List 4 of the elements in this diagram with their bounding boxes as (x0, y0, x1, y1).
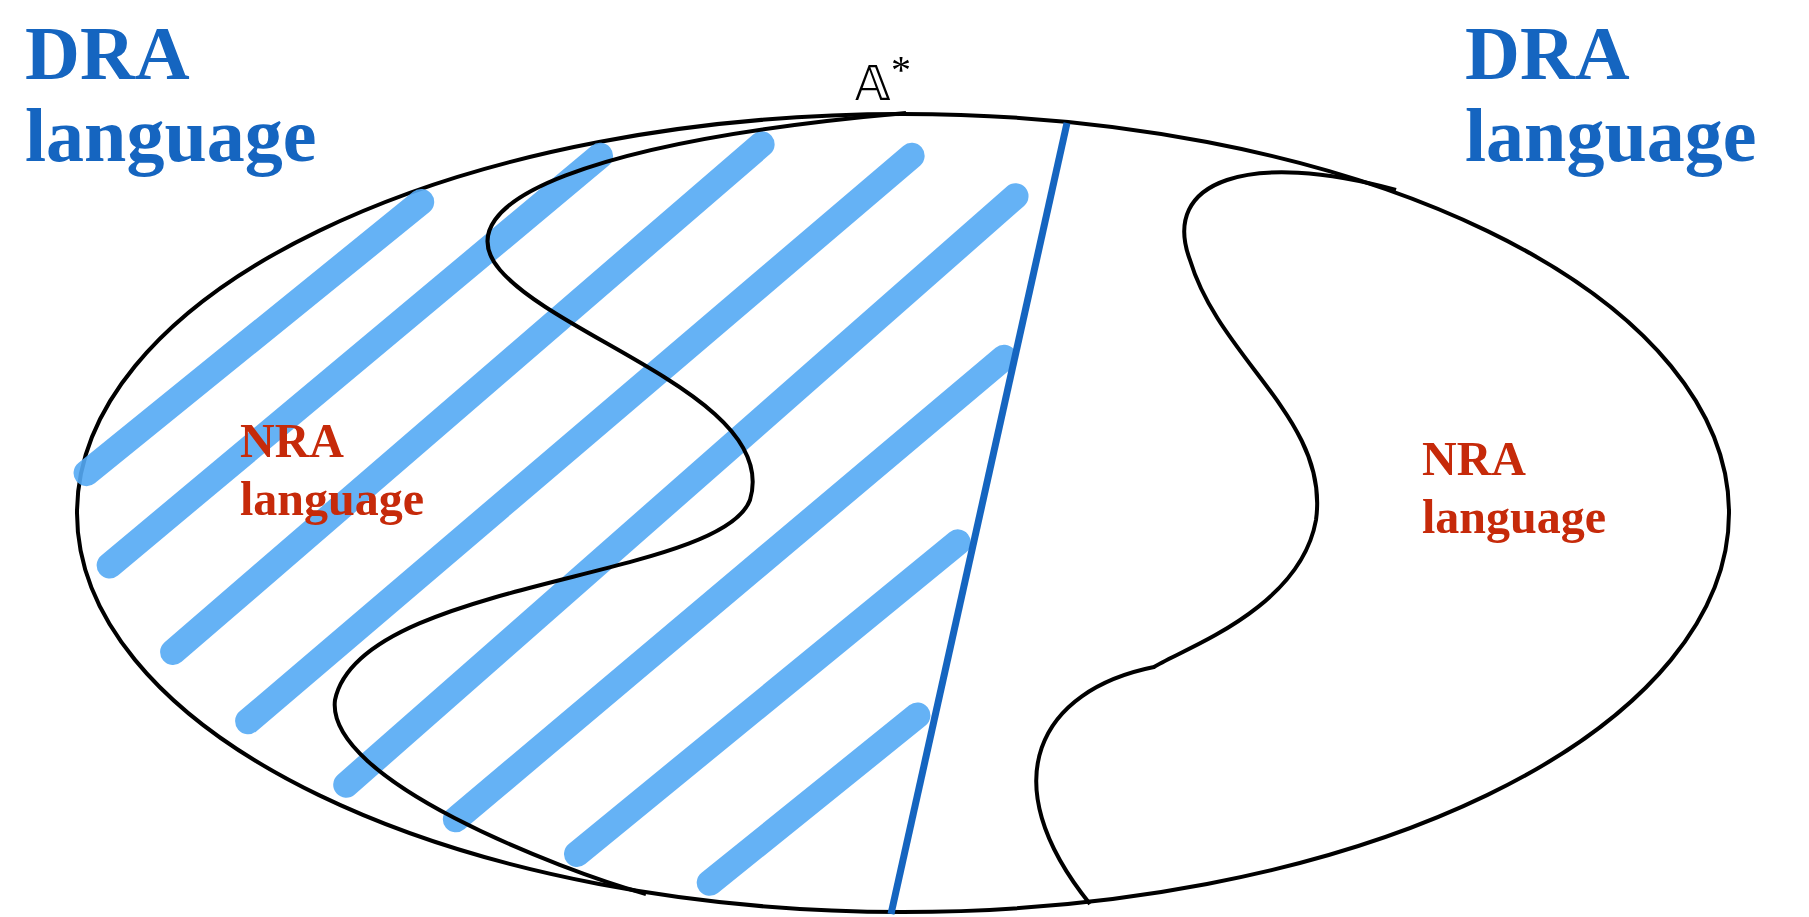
point-label: 𝔸$^{*}$ (855, 46, 911, 112)
set-label: DRA language (1465, 12, 1758, 176)
region-label: NRA language (1422, 431, 1608, 545)
set-label: DRA language (25, 12, 318, 176)
